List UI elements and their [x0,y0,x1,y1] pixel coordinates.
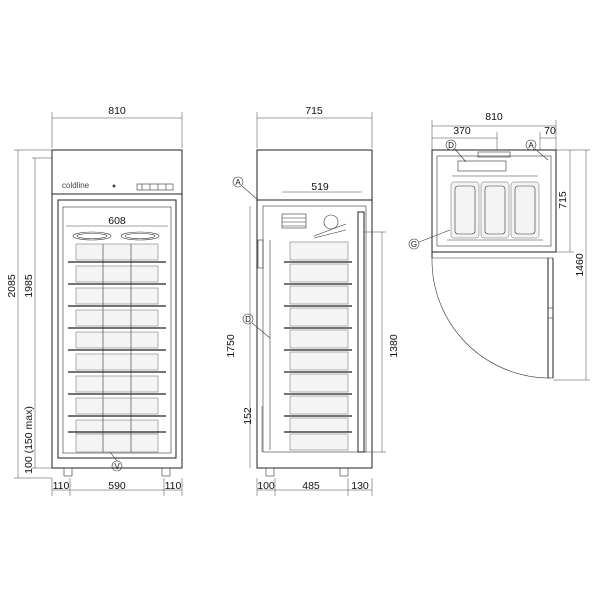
top-callout-g: G [411,240,417,249]
side-door-height-label: 1380 [388,334,400,358]
top-callout-d: D [448,141,454,150]
side-shelves [284,241,352,451]
side-inner-height-label: 1750 [225,334,237,358]
front-view: 810 coldline 608 [6,105,183,496]
front-total-height-label: 2085 [6,274,18,298]
front-bottom-center-label: 590 [108,480,126,492]
side-depth-label: 715 [305,105,323,117]
side-callout-a: A [235,178,241,187]
front-bottom-right-label: 110 [165,480,182,492]
side-inner-depth-label: 519 [311,181,329,193]
top-callout-a: A [528,141,534,150]
front-bottom-left-label: 110 [53,480,70,492]
front-width-label: 810 [108,105,126,117]
top-depth-label: 715 [557,191,569,209]
side-callout-d: D [245,315,251,324]
front-shelves [68,243,166,453]
top-right-part-label: 70 [544,125,556,137]
side-bottom-gap-label: 152 [242,407,254,425]
callout-v: V [114,462,120,471]
brand-logo: coldline [62,181,90,190]
top-view: 810 370 70 D A G [408,111,590,381]
side-view: 715 519 A [225,105,400,496]
side-bottom-left-label: 100 [257,480,275,492]
top-left-part-label: 370 [453,125,471,137]
front-feet-label: 100 (150 max) [23,406,35,474]
front-body-height-label: 1985 [23,274,35,298]
side-bottom-right-label: 130 [351,480,369,492]
top-door-open-label: 1460 [574,253,586,277]
side-bottom-center-label: 485 [302,480,320,492]
top-width-label: 810 [485,111,503,123]
front-inner-width-label: 608 [108,215,126,227]
